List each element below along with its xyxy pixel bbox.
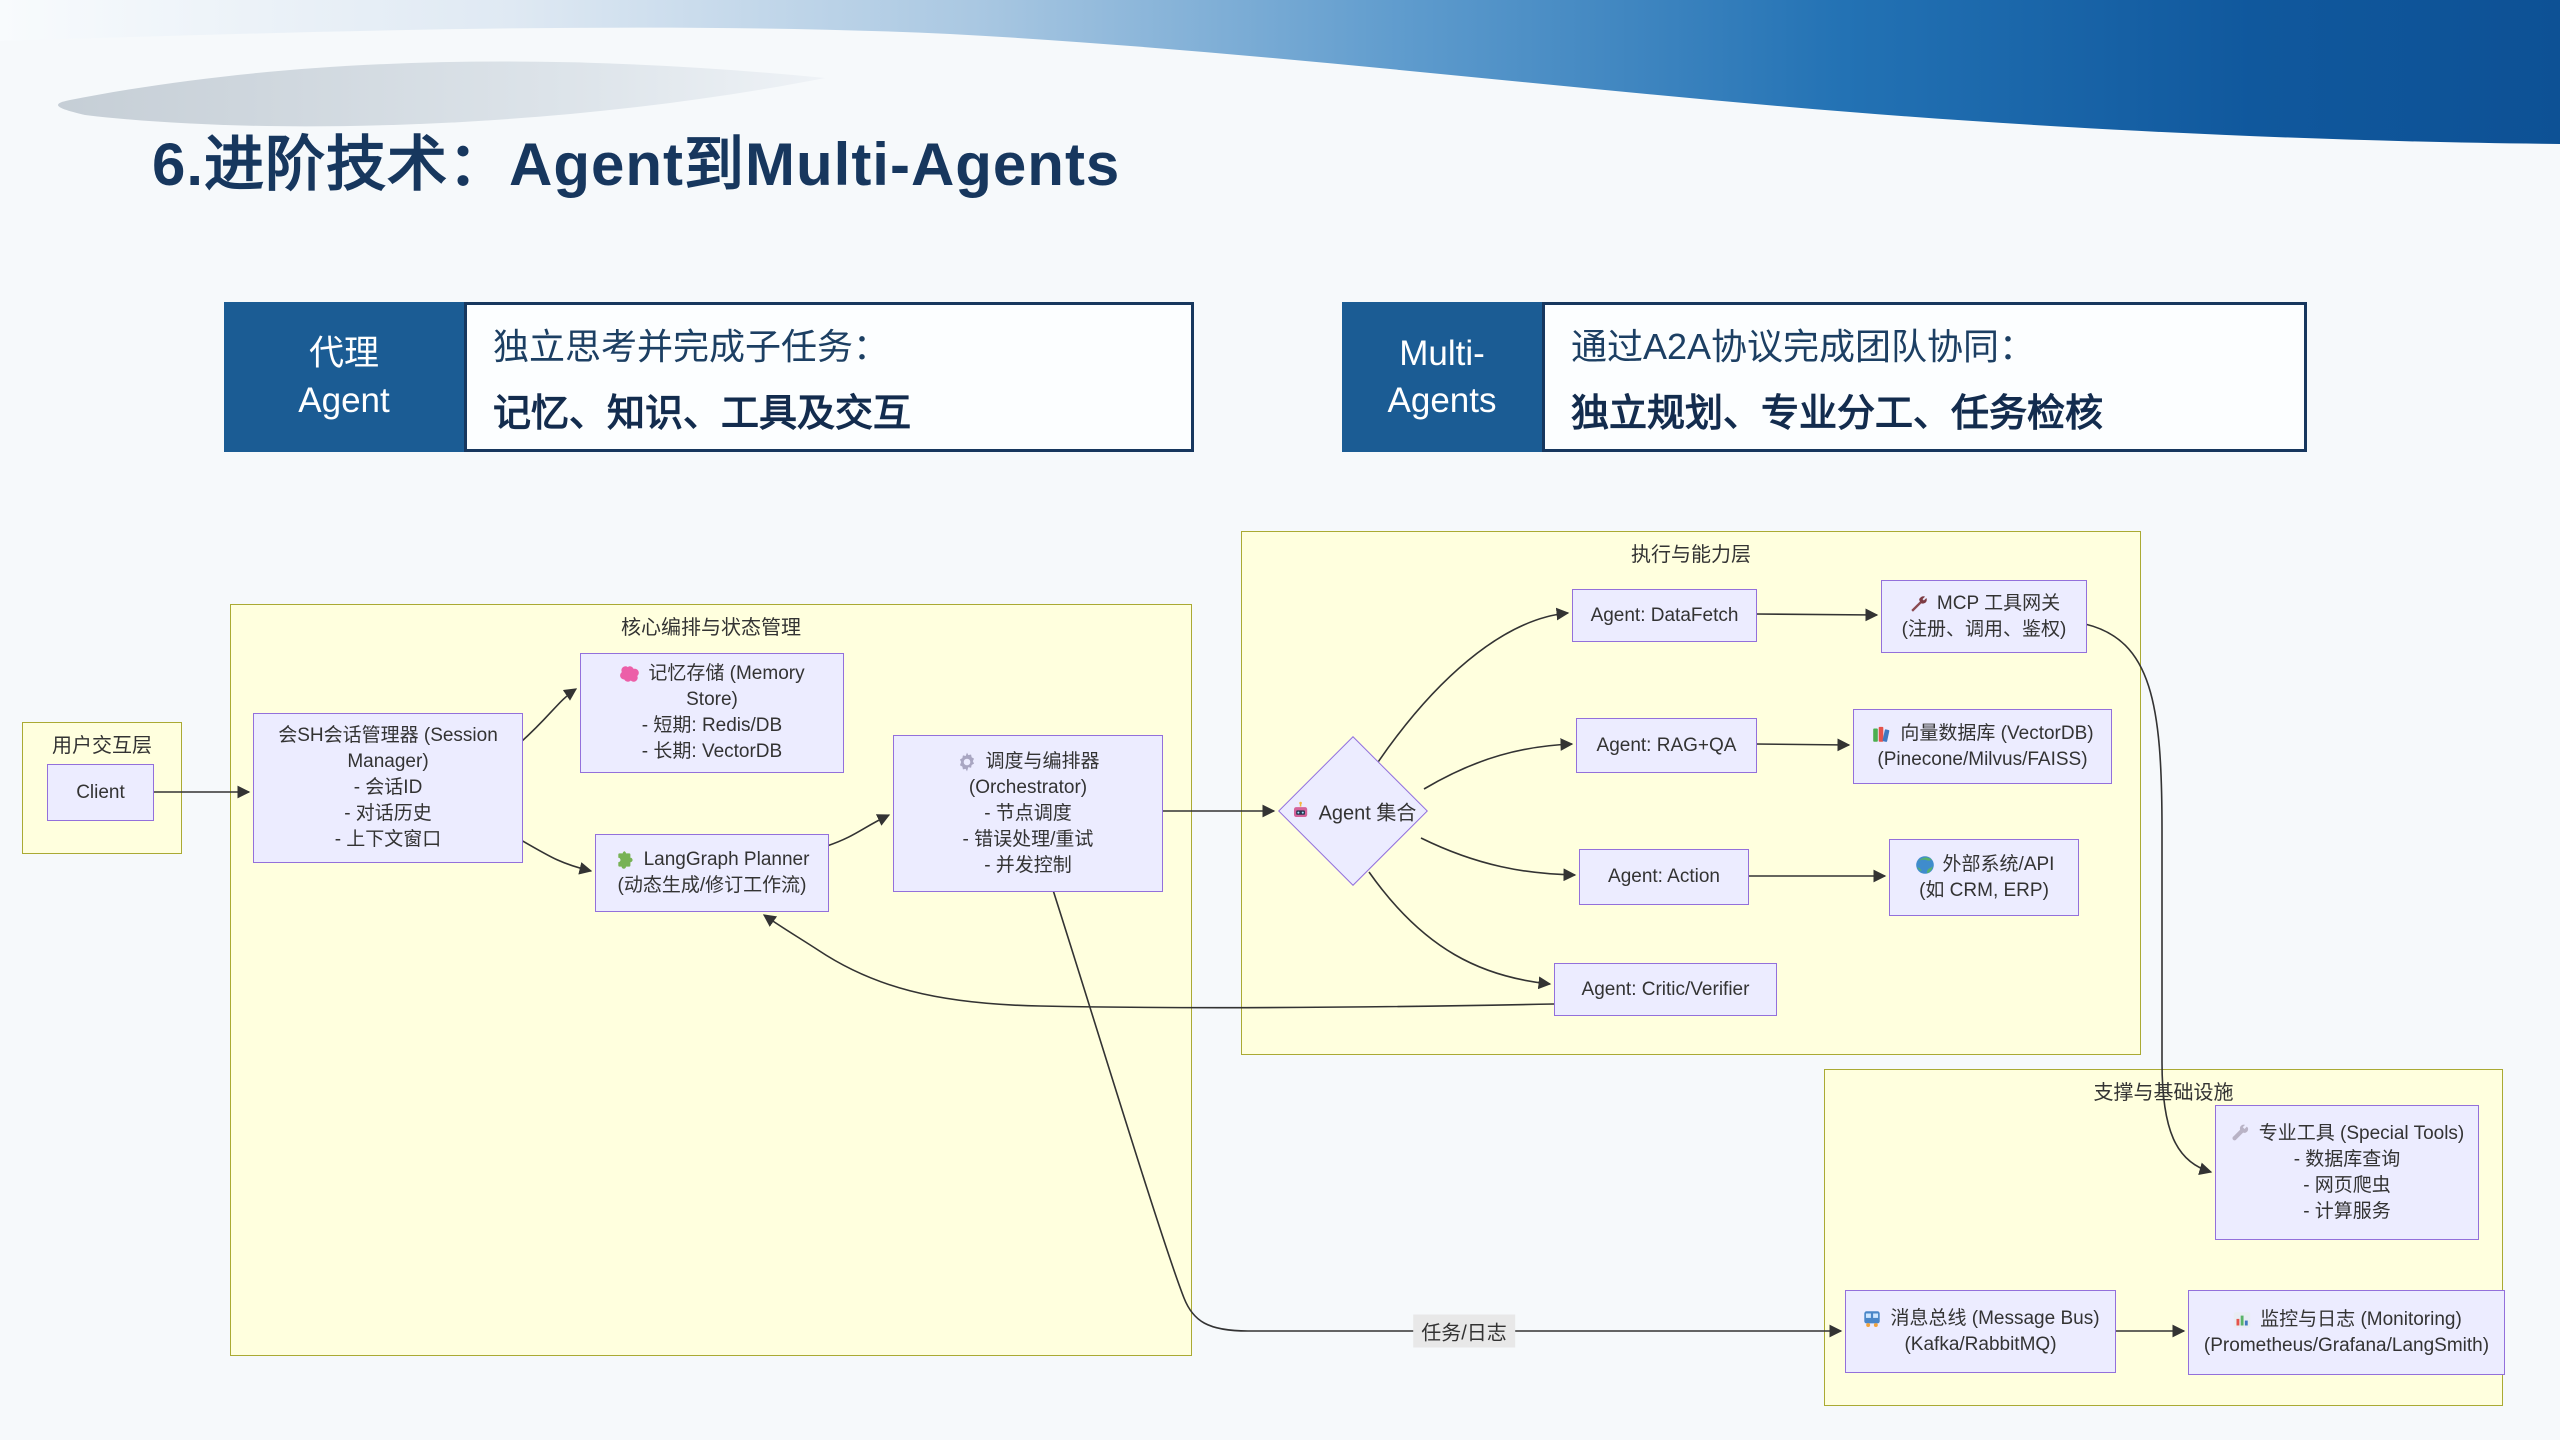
gear-icon — [956, 751, 978, 773]
legend-agent-tab-line1: 代理 — [308, 333, 379, 373]
legend-agent: 代理 Agent 独立思考并完成子任务： 记忆、知识、工具及交互 — [224, 302, 1194, 452]
books-icon — [1871, 723, 1893, 745]
legend-multi-agents-body: 通过A2A协议完成团队协同： 独立规划、专业分工、任务检核 — [1542, 302, 2307, 452]
legend-multi-agents-tab-line2: Agents — [1387, 381, 1497, 420]
legend-agent-desc2: 记忆、知识、工具及交互 — [493, 392, 912, 435]
header-wave-graphic — [0, 0, 2560, 144]
legend-multi-agents-tab: Multi- Agents — [1342, 302, 1542, 452]
legend-agent-body: 独立思考并完成子任务： 记忆、知识、工具及交互 — [464, 302, 1194, 452]
legend-agent-desc1: 独立思考并完成子任务： — [493, 325, 890, 367]
legend-multi-agents-desc1: 通过A2A协议完成团队协同： — [1571, 325, 2036, 367]
edge-label-orchestrator-to-bus: 任务/日志 — [1413, 1314, 1515, 1348]
legend-agent-tab: 代理 Agent — [224, 302, 464, 452]
legend-multi-agents: Multi- Agents 通过A2A协议完成团队协同： 独立规划、专业分工、任… — [1342, 302, 2307, 452]
legend-multi-agents-desc2: 独立规划、专业分工、任务检核 — [1571, 392, 2104, 435]
layer-exec-label: 执行与能力层 — [1631, 544, 1751, 566]
wrench-icon — [2230, 1123, 2252, 1145]
node-bus: 消息总线 (Message Bus)(Kafka/RabbitMQ) — [1845, 1290, 2116, 1373]
tools-icon — [1908, 593, 1930, 615]
layer-user-label: 用户交互层 — [52, 735, 152, 757]
globe-icon — [1914, 854, 1936, 876]
node-client: Client — [47, 764, 154, 821]
node-special: 专业工具 (Special Tools)- 数据库查询- 网页爬虫- 计算服务 — [2215, 1105, 2479, 1240]
puzzle-icon — [615, 849, 637, 871]
header-silver-swoosh — [58, 61, 825, 127]
legend-multi-agents-tab-line1: Multi- — [1399, 333, 1485, 373]
node-agents-label: Agent 集合 — [1290, 797, 1416, 826]
node-orchestrator: 调度与编排器(Orchestrator)- 节点调度- 错误处理/重试- 并发控… — [893, 735, 1163, 892]
layer-core-label: 核心编排与状态管理 — [621, 617, 801, 639]
legend-agent-tab-line2: Agent — [298, 381, 390, 420]
node-agents: Agent 集合 — [1278, 736, 1428, 886]
node-ragqa: Agent: RAG+QA — [1576, 718, 1757, 773]
node-action: Agent: Action — [1579, 849, 1749, 905]
node-critic: Agent: Critic/Verifier — [1554, 963, 1777, 1016]
node-dataFetch: Agent: DataFetch — [1572, 589, 1757, 642]
robot-icon — [1290, 800, 1312, 822]
page-title: 6.进阶技术：Agent到Multi-Agents — [152, 131, 1121, 198]
header-blue-band — [0, 0, 2560, 144]
node-external: 外部系统/API(如 CRM, ERP) — [1889, 839, 2079, 916]
node-monitoring: 监控与日志 (Monitoring)(Prometheus/Grafana/La… — [2188, 1290, 2505, 1375]
bus-icon — [1861, 1308, 1883, 1330]
node-vectordb: 向量数据库 (VectorDB)(Pinecone/Milvus/FAISS) — [1853, 709, 2112, 784]
chart-icon — [2231, 1309, 2253, 1331]
node-planner: LangGraph Planner(动态生成/修订工作流) — [595, 834, 829, 912]
brain-icon — [619, 663, 641, 685]
node-mcp: MCP 工具网关(注册、调用、鉴权) — [1881, 580, 2087, 653]
layer-infra-label: 支撑与基础设施 — [2093, 1082, 2234, 1104]
